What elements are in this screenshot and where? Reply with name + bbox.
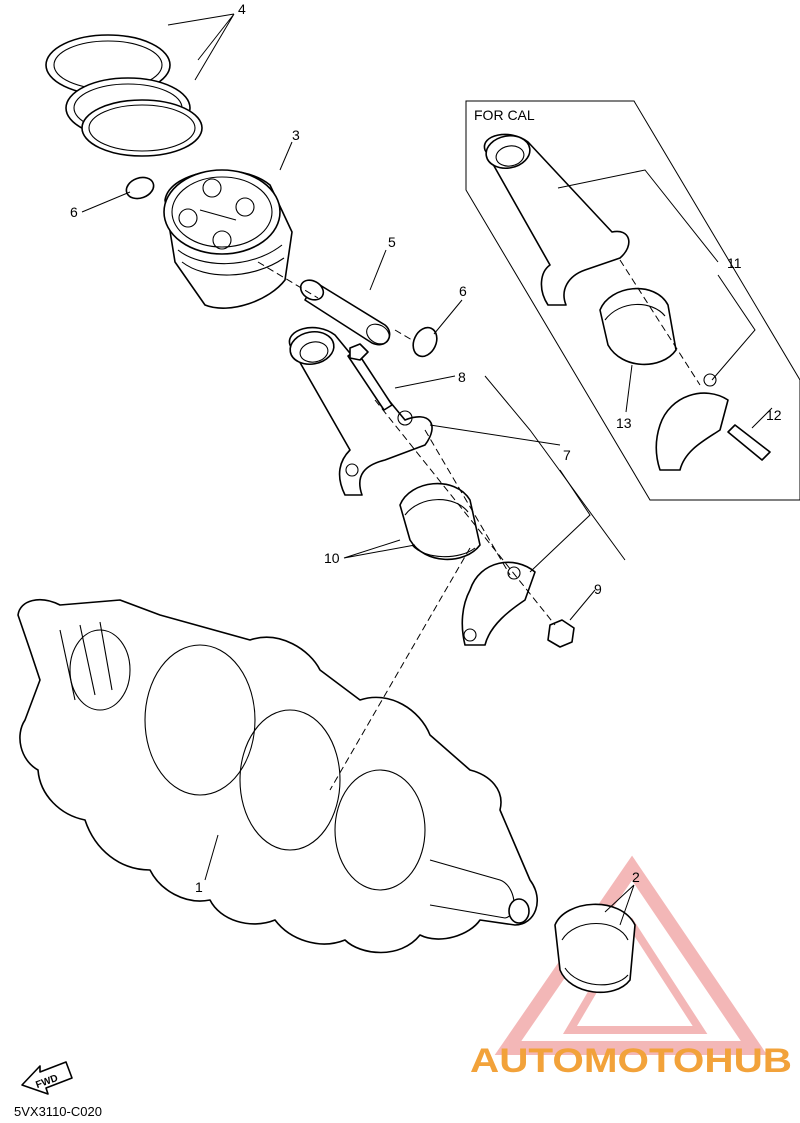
assembly-lines: [257, 259, 701, 791]
inset-bearings: [599, 287, 677, 366]
main-bearing: [554, 903, 636, 994]
circlip-left: [125, 176, 155, 200]
for-cal-inset: FOR CAL: [465, 100, 800, 501]
callout-12: 12: [766, 407, 782, 423]
callout-6-left: 6: [70, 204, 78, 220]
rod-nut: [547, 619, 575, 648]
callout-4: 4: [238, 1, 246, 17]
callout-7: 7: [563, 447, 571, 463]
leader-lines: [81, 13, 773, 926]
diagram-code: 5VX3110-C020: [14, 1104, 102, 1119]
callout-3: 3: [292, 127, 300, 143]
callout-13: 13: [616, 415, 632, 431]
callout-6-right: 6: [459, 283, 467, 299]
piston-pin: [299, 279, 391, 346]
big-end-bearings: [399, 482, 481, 561]
callout-1: 1: [195, 879, 203, 895]
circlip-right: [412, 326, 438, 358]
inset-connecting-rod: [483, 133, 630, 306]
rod-cap: [461, 561, 536, 646]
callout-2: 2: [632, 869, 640, 885]
callout-10: 10: [324, 550, 340, 566]
piston-rings: [45, 34, 203, 157]
callout-11: 11: [727, 255, 742, 271]
inset-title: FOR CAL: [474, 107, 535, 123]
fwd-arrow-icon: FWD: [21, 1061, 73, 1095]
inset-rod-bolt: [727, 424, 771, 461]
callout-labels: 4 3 6 5 6 8 7 9 10 11 12 13 1 2: [70, 1, 782, 895]
callout-9: 9: [594, 581, 602, 597]
crankshaft: [17, 599, 539, 954]
rod-bolt: [347, 343, 393, 411]
callout-8: 8: [458, 369, 466, 385]
piston: [163, 169, 293, 309]
inset-rod-cap: [655, 373, 729, 471]
connecting-rod: [288, 326, 433, 496]
callout-5: 5: [388, 234, 396, 250]
watermark-brand: AUTOMOTOHUB: [470, 1042, 792, 1080]
